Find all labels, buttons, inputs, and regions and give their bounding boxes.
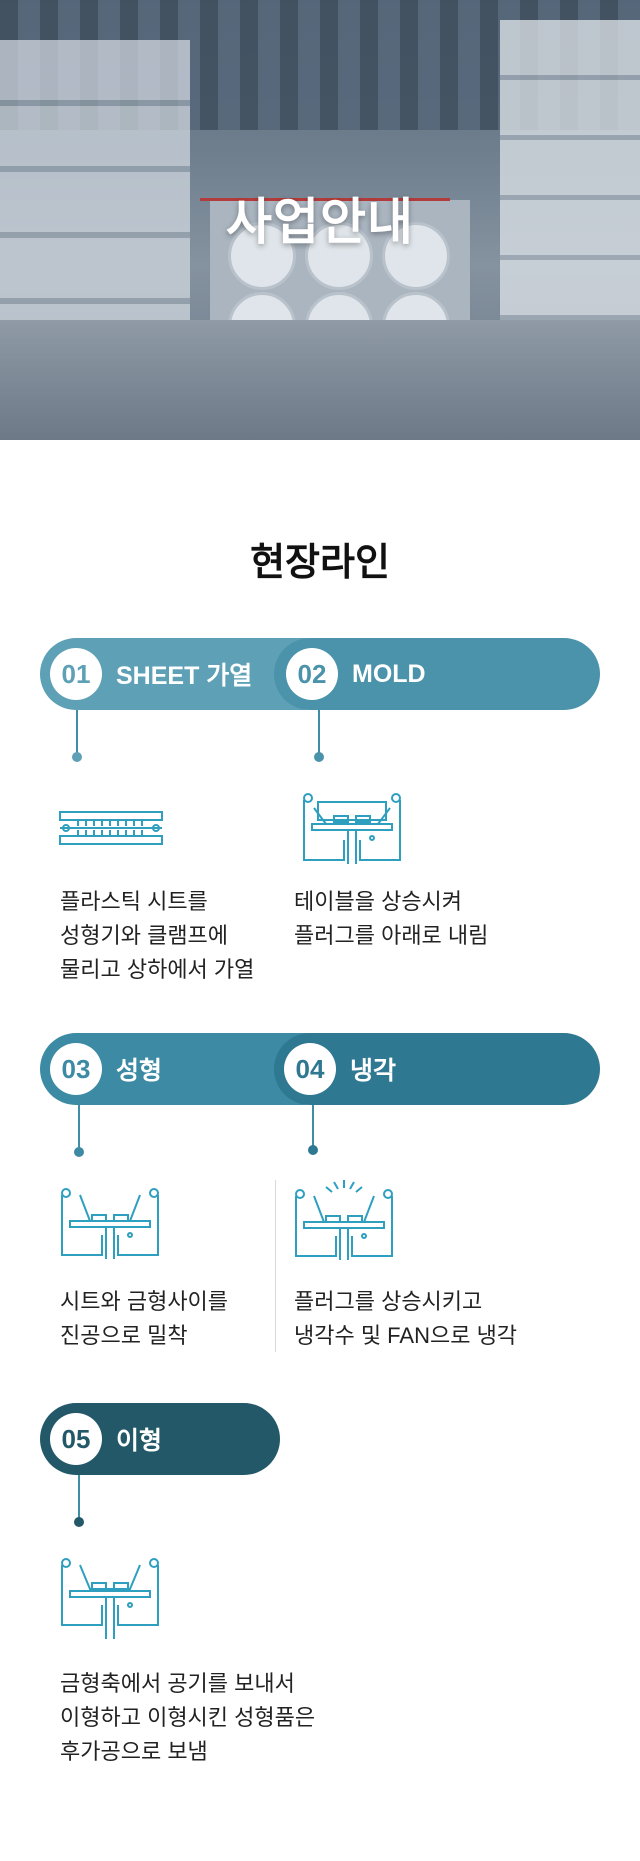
description-line: 성형기와 클램프에 bbox=[60, 923, 229, 948]
cooling-machine-icon bbox=[295, 1180, 393, 1260]
step-label: 성형 bbox=[116, 1057, 163, 1085]
step-label: 이형 bbox=[116, 1427, 163, 1455]
connector-line bbox=[78, 1105, 80, 1151]
hero-banner: 사업안내 bbox=[0, 0, 640, 440]
mold-machine-icon bbox=[303, 793, 401, 864]
hero-floor bbox=[0, 320, 640, 440]
forming-machine-icon bbox=[61, 1188, 159, 1259]
description-line: 테이블을 상승시켜 bbox=[294, 889, 463, 914]
connector-line bbox=[312, 1105, 314, 1149]
connector-dot bbox=[72, 752, 82, 762]
step-number: 05 bbox=[50, 1413, 102, 1465]
description-line: 후가공으로 보냄 bbox=[60, 1739, 208, 1764]
step-03-description: 시트와 금형사이를 진공으로 밀착 bbox=[60, 1285, 228, 1353]
connector-dot bbox=[74, 1147, 84, 1157]
description-line: 진공으로 밀착 bbox=[60, 1323, 188, 1348]
connector-dot bbox=[308, 1145, 318, 1155]
hero-shelf-left bbox=[0, 40, 190, 370]
description-line: 물리고 상하에서 가열 bbox=[60, 957, 255, 982]
hero-red-beam bbox=[200, 198, 450, 201]
hero-roll bbox=[382, 222, 450, 290]
connector-dot bbox=[74, 1517, 84, 1527]
step-04-description: 플러그를 상승시키고 냉각수 및 FAN으로 냉각 bbox=[294, 1285, 517, 1353]
description-line: 금형축에서 공기를 보내서 bbox=[60, 1671, 295, 1696]
connector-line bbox=[318, 710, 320, 756]
step-number: 03 bbox=[50, 1043, 102, 1095]
connector-line bbox=[76, 710, 78, 756]
hero-roll bbox=[305, 222, 373, 290]
step-label: MOLD bbox=[352, 659, 426, 688]
connector-line bbox=[78, 1475, 80, 1521]
sheet-heater-icon bbox=[59, 811, 163, 845]
step-label: SHEET 가열 bbox=[116, 662, 253, 690]
hero-roll bbox=[228, 222, 296, 290]
step-number: 04 bbox=[284, 1043, 336, 1095]
step-02-description: 테이블을 상승시켜 플러그를 아래로 내림 bbox=[294, 885, 488, 953]
description-line: 플러그를 아래로 내림 bbox=[294, 923, 489, 948]
connector-dot bbox=[314, 752, 324, 762]
step-01-description: 플라스틱 시트를 성형기와 클램프에 물리고 상하에서 가열 bbox=[60, 885, 254, 987]
description-line: 시트와 금형사이를 bbox=[60, 1289, 229, 1314]
step-04-pill: 04 냉각 bbox=[274, 1033, 600, 1105]
description-line: 플라스틱 시트를 bbox=[60, 889, 208, 914]
description-line: 이형하고 이형시킨 성형품은 bbox=[60, 1705, 316, 1730]
description-line: 냉각수 및 FAN으로 냉각 bbox=[294, 1323, 518, 1348]
column-divider bbox=[275, 1180, 276, 1352]
release-machine-icon bbox=[61, 1558, 159, 1639]
step-05-pill: 05 이형 bbox=[40, 1403, 280, 1475]
step-02-pill: 02 MOLD bbox=[274, 638, 600, 710]
step-number: 01 bbox=[50, 648, 102, 700]
step-number: 02 bbox=[286, 648, 338, 700]
description-line: 플러그를 상승시키고 bbox=[294, 1289, 483, 1314]
page-title: 사업안내 bbox=[226, 194, 414, 250]
step-05-description: 금형축에서 공기를 보내서 이형하고 이형시킨 성형품은 후가공으로 보냄 bbox=[60, 1667, 315, 1769]
section-title: 현장라인 bbox=[250, 542, 390, 584]
step-label: 냉각 bbox=[350, 1057, 397, 1085]
